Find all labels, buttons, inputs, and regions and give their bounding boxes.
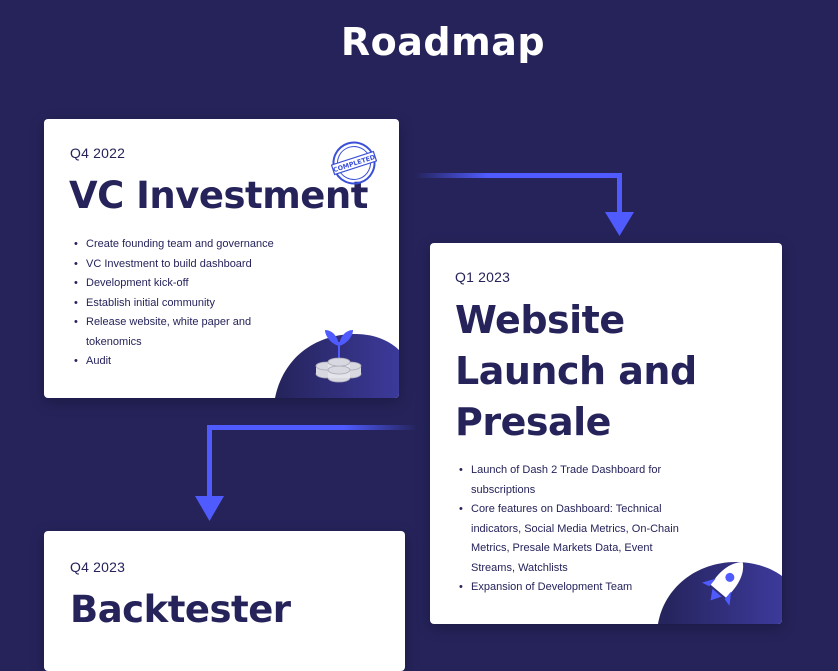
card-title: VC Investment bbox=[69, 174, 368, 217]
rocket-icon bbox=[658, 562, 782, 624]
completed-stamp-icon: COMPLETED bbox=[331, 141, 377, 185]
list-item: Launch of Dash 2 Trade Dashboard for sub… bbox=[456, 461, 696, 500]
coin-stack-plant-icon bbox=[275, 330, 399, 398]
card-title: Website Launch and Presale bbox=[455, 298, 697, 444]
roadmap-card-q4-2022: Q4 2022 VC Investment COMPLETED Create f… bbox=[44, 119, 399, 398]
card-bullet-list: Create founding team and governance VC I… bbox=[71, 235, 301, 372]
list-item: VC Investment to build dashboard bbox=[71, 255, 301, 275]
list-item: Core features on Dashboard: Technical in… bbox=[456, 500, 696, 578]
card-quarter: Q1 2023 bbox=[455, 269, 511, 285]
card-title: Backtester bbox=[70, 588, 291, 631]
list-item: Development kick-off bbox=[71, 274, 301, 294]
connector-arrow-2 bbox=[195, 425, 417, 521]
connector-arrow-1 bbox=[415, 173, 634, 236]
list-item: Audit bbox=[71, 352, 301, 372]
page-title: Roadmap bbox=[340, 20, 546, 64]
roadmap-connectors bbox=[195, 173, 634, 521]
down-arrow-icon bbox=[605, 212, 634, 236]
list-item: Establish initial community bbox=[71, 294, 301, 314]
card-bullet-list: Launch of Dash 2 Trade Dashboard for sub… bbox=[456, 461, 696, 598]
down-arrow-icon bbox=[195, 496, 224, 521]
card-quarter: Q4 2022 bbox=[70, 145, 126, 161]
roadmap-card-q4-2023: Q4 2023 Backtester bbox=[44, 531, 405, 671]
list-item: Expansion of Development Team bbox=[456, 578, 696, 598]
card-quarter: Q4 2023 bbox=[70, 559, 126, 575]
roadmap-card-q1-2023: Q1 2023 Website Launch and Presale Launc… bbox=[430, 243, 782, 624]
list-item: Create founding team and governance bbox=[71, 235, 301, 255]
list-item: Release website, white paper and tokenom… bbox=[71, 313, 301, 352]
